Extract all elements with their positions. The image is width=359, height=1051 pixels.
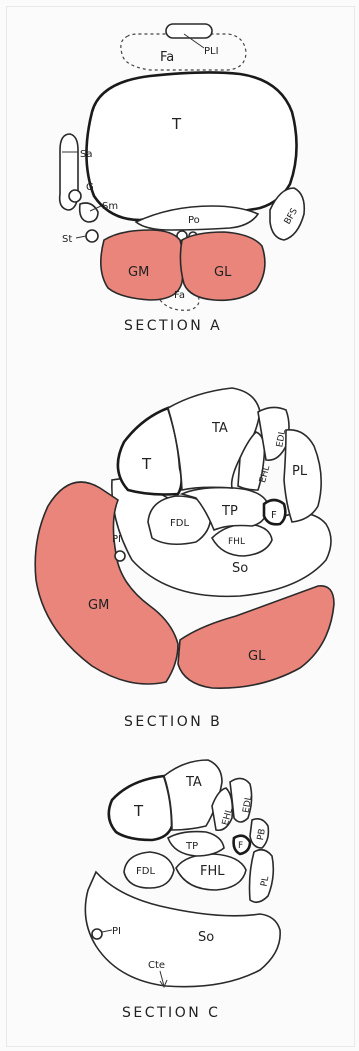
section-c-label-fhl: FHL [200, 864, 225, 879]
section-a-label-t: T [171, 115, 182, 133]
section-a-label-g: G [86, 182, 94, 193]
section-b-pi-circle [115, 551, 125, 561]
section-a-tibia [86, 72, 296, 220]
section-b-label-so: So [232, 561, 248, 576]
section-c-label-pb: PB [256, 828, 268, 841]
section-c-caption: SECTION C [122, 1005, 220, 1021]
section-b-gl [178, 586, 334, 688]
section-a-label-st: St [62, 234, 72, 245]
section-a-st [86, 230, 98, 242]
section-a-label-sm: Sm [102, 201, 118, 212]
section-c-label-edl: EDL [242, 795, 255, 814]
section-c-label-pi: PI [112, 926, 121, 937]
section-b-label-t: T [141, 455, 152, 473]
section-a-caption: SECTION A [124, 318, 222, 334]
section-c: So FDL FHL TP F PL PB T TA [85, 760, 280, 1021]
section-a-sm [80, 203, 98, 222]
section-a-label-gl: GL [214, 265, 232, 280]
section-b: So GM GL FHL FDL TP F T TA [35, 388, 334, 730]
section-a: Fa PLI T Sa G Sm St Po BFS [60, 24, 305, 334]
section-a-st-leader [76, 236, 86, 238]
section-b-label-pi: PI [112, 534, 121, 545]
section-b-label-ta: TA [211, 421, 228, 436]
section-c-label-so: So [198, 930, 214, 945]
section-a-label-pli: PLI [204, 46, 219, 57]
section-b-label-fdl: FDL [170, 518, 189, 529]
section-b-caption: SECTION B [124, 714, 222, 730]
section-b-label-fhl: FHL [228, 537, 245, 547]
section-c-label-ta: TA [185, 775, 202, 790]
section-c-label-cte: Cte [148, 960, 165, 971]
section-a-fat-pad-outline [121, 34, 246, 70]
section-b-label-gl: GL [248, 649, 266, 664]
section-b-label-gm: GM [88, 598, 109, 613]
section-c-label-f: F [238, 841, 243, 851]
section-c-label-pl: PL [260, 875, 272, 887]
section-a-label-po: Po [188, 215, 200, 226]
section-a-label-gm: GM [128, 265, 149, 280]
section-c-ta [164, 760, 222, 830]
section-b-label-pl: PL [292, 464, 308, 479]
section-a-label-fa-top: Fa [160, 50, 174, 65]
section-a-label-fa-bottom: Fa [174, 290, 185, 301]
section-c-pi-circle [92, 929, 102, 939]
section-a-g [69, 190, 81, 202]
section-c-label-tp: TP [185, 841, 198, 852]
section-a-label-sa: Sa [80, 149, 92, 160]
section-c-label-fdl: FDL [136, 866, 155, 877]
section-b-label-tp: TP [221, 504, 238, 519]
section-b-label-f: F [271, 510, 277, 521]
section-a-pli-tendon [166, 24, 212, 38]
section-c-label-t: T [133, 802, 144, 820]
